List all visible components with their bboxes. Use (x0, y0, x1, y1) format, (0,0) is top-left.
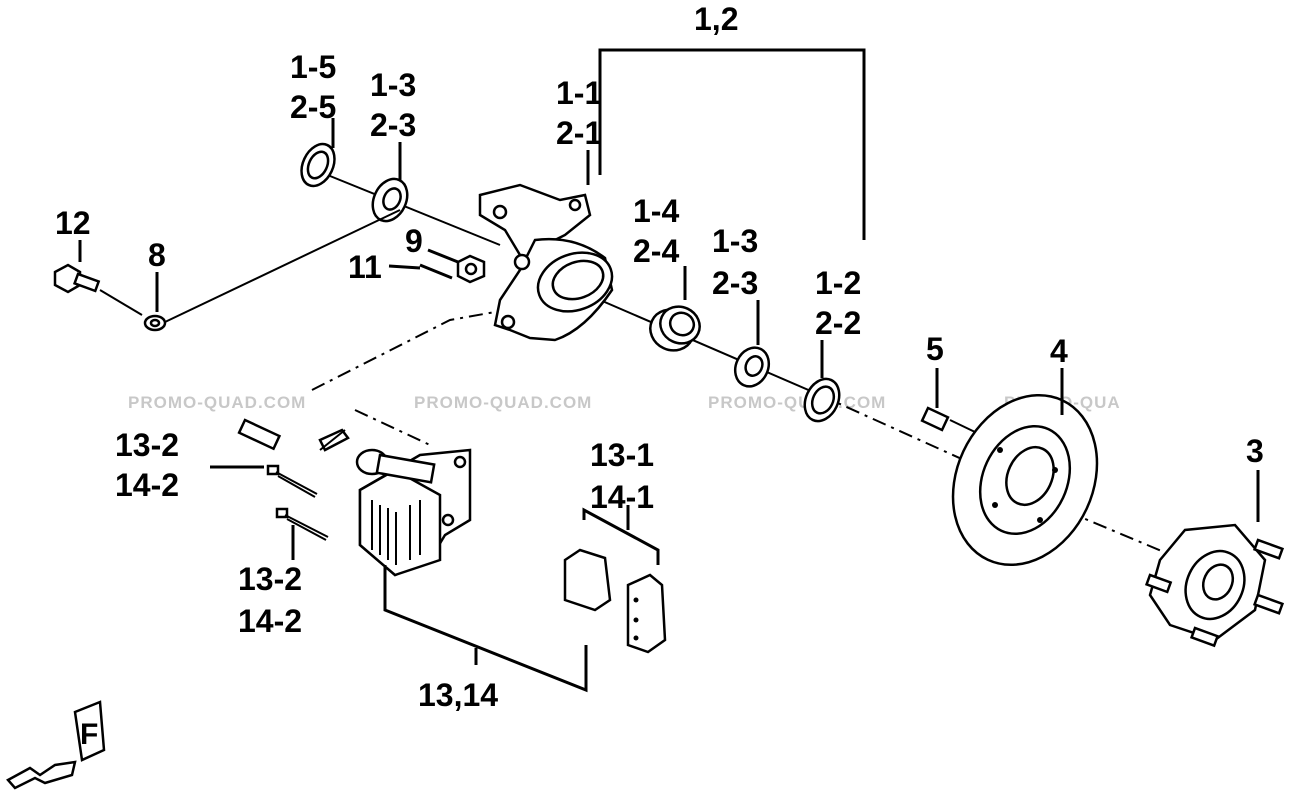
washer-8-part (143, 209, 401, 332)
seal-1-5-part (300, 142, 336, 188)
label-11: 11 (348, 249, 382, 285)
label-13-2-upper: 13-2 (115, 427, 179, 463)
pin-13-2-upper-part (237, 418, 350, 452)
axle-line (329, 175, 1196, 566)
label-1-4: 1-4 (633, 193, 679, 229)
label-2-3-right: 2-3 (712, 265, 758, 301)
label-1-2: 1-2 (815, 265, 861, 301)
front-direction-icon: F (6, 700, 106, 790)
label-2-1: 2-1 (556, 115, 602, 151)
nut-9-part (456, 254, 486, 284)
label-14-2-upper: 14-2 (115, 467, 179, 503)
label-1-3-left: 1-3 (370, 67, 416, 103)
label-2-4: 2-4 (633, 233, 679, 269)
label-2-2: 2-2 (815, 305, 861, 341)
cotter-pin-11-part (419, 263, 453, 280)
seal-1-2-part (803, 377, 841, 423)
label-1-2-assembly: 1,2 (694, 1, 738, 37)
pin-13-2-middle-part (266, 464, 318, 498)
label-2-5: 2-5 (290, 89, 336, 125)
label-13-14: 13,14 (418, 677, 498, 713)
bleeder-5-part (920, 406, 976, 433)
caliper-13-14-part (355, 448, 472, 577)
label-1-5: 1-5 (290, 49, 336, 85)
label-5: 5 (926, 331, 944, 367)
label-14-1: 14-1 (590, 479, 654, 515)
label-4: 4 (1050, 333, 1068, 369)
bolt-12-part (53, 263, 143, 316)
label-1-3-right: 1-3 (712, 223, 758, 259)
watermark-3: PROMO-QUAD.COM (708, 393, 886, 412)
label-2-3-left: 2-3 (370, 107, 416, 143)
pin-13-2-lower-part (275, 507, 329, 541)
bearing-1-3-right-part (733, 346, 771, 388)
label-9: 9 (405, 223, 423, 259)
label-1-1: 1-1 (556, 75, 602, 111)
label-13-2-lower: 13-2 (238, 561, 302, 597)
caliper-link-line-2 (354, 409, 431, 446)
knuckle-1-1-part (478, 183, 614, 342)
spacer-1-4-part (649, 305, 701, 352)
label-8: 8 (148, 237, 166, 273)
brake-disc-4-part (951, 393, 1099, 567)
label-14-2-lower: 14-2 (238, 603, 302, 639)
label-12: 12 (55, 205, 91, 241)
label-3: 3 (1246, 433, 1264, 469)
bearing-1-3-left-part (371, 177, 409, 223)
label-13-1: 13-1 (590, 437, 654, 473)
watermark-2: PROMO-QUAD.COM (414, 393, 592, 412)
assembly-bracket-1-2 (598, 48, 866, 240)
watermark-1: PROMO-QUAD.COM (128, 393, 306, 412)
hub-3-part (1144, 523, 1285, 648)
brake-pads-13-1-part (563, 548, 667, 654)
front-mark-label: F (80, 718, 98, 751)
caliper-link-line (311, 311, 496, 391)
leader-lines (78, 118, 1260, 693)
